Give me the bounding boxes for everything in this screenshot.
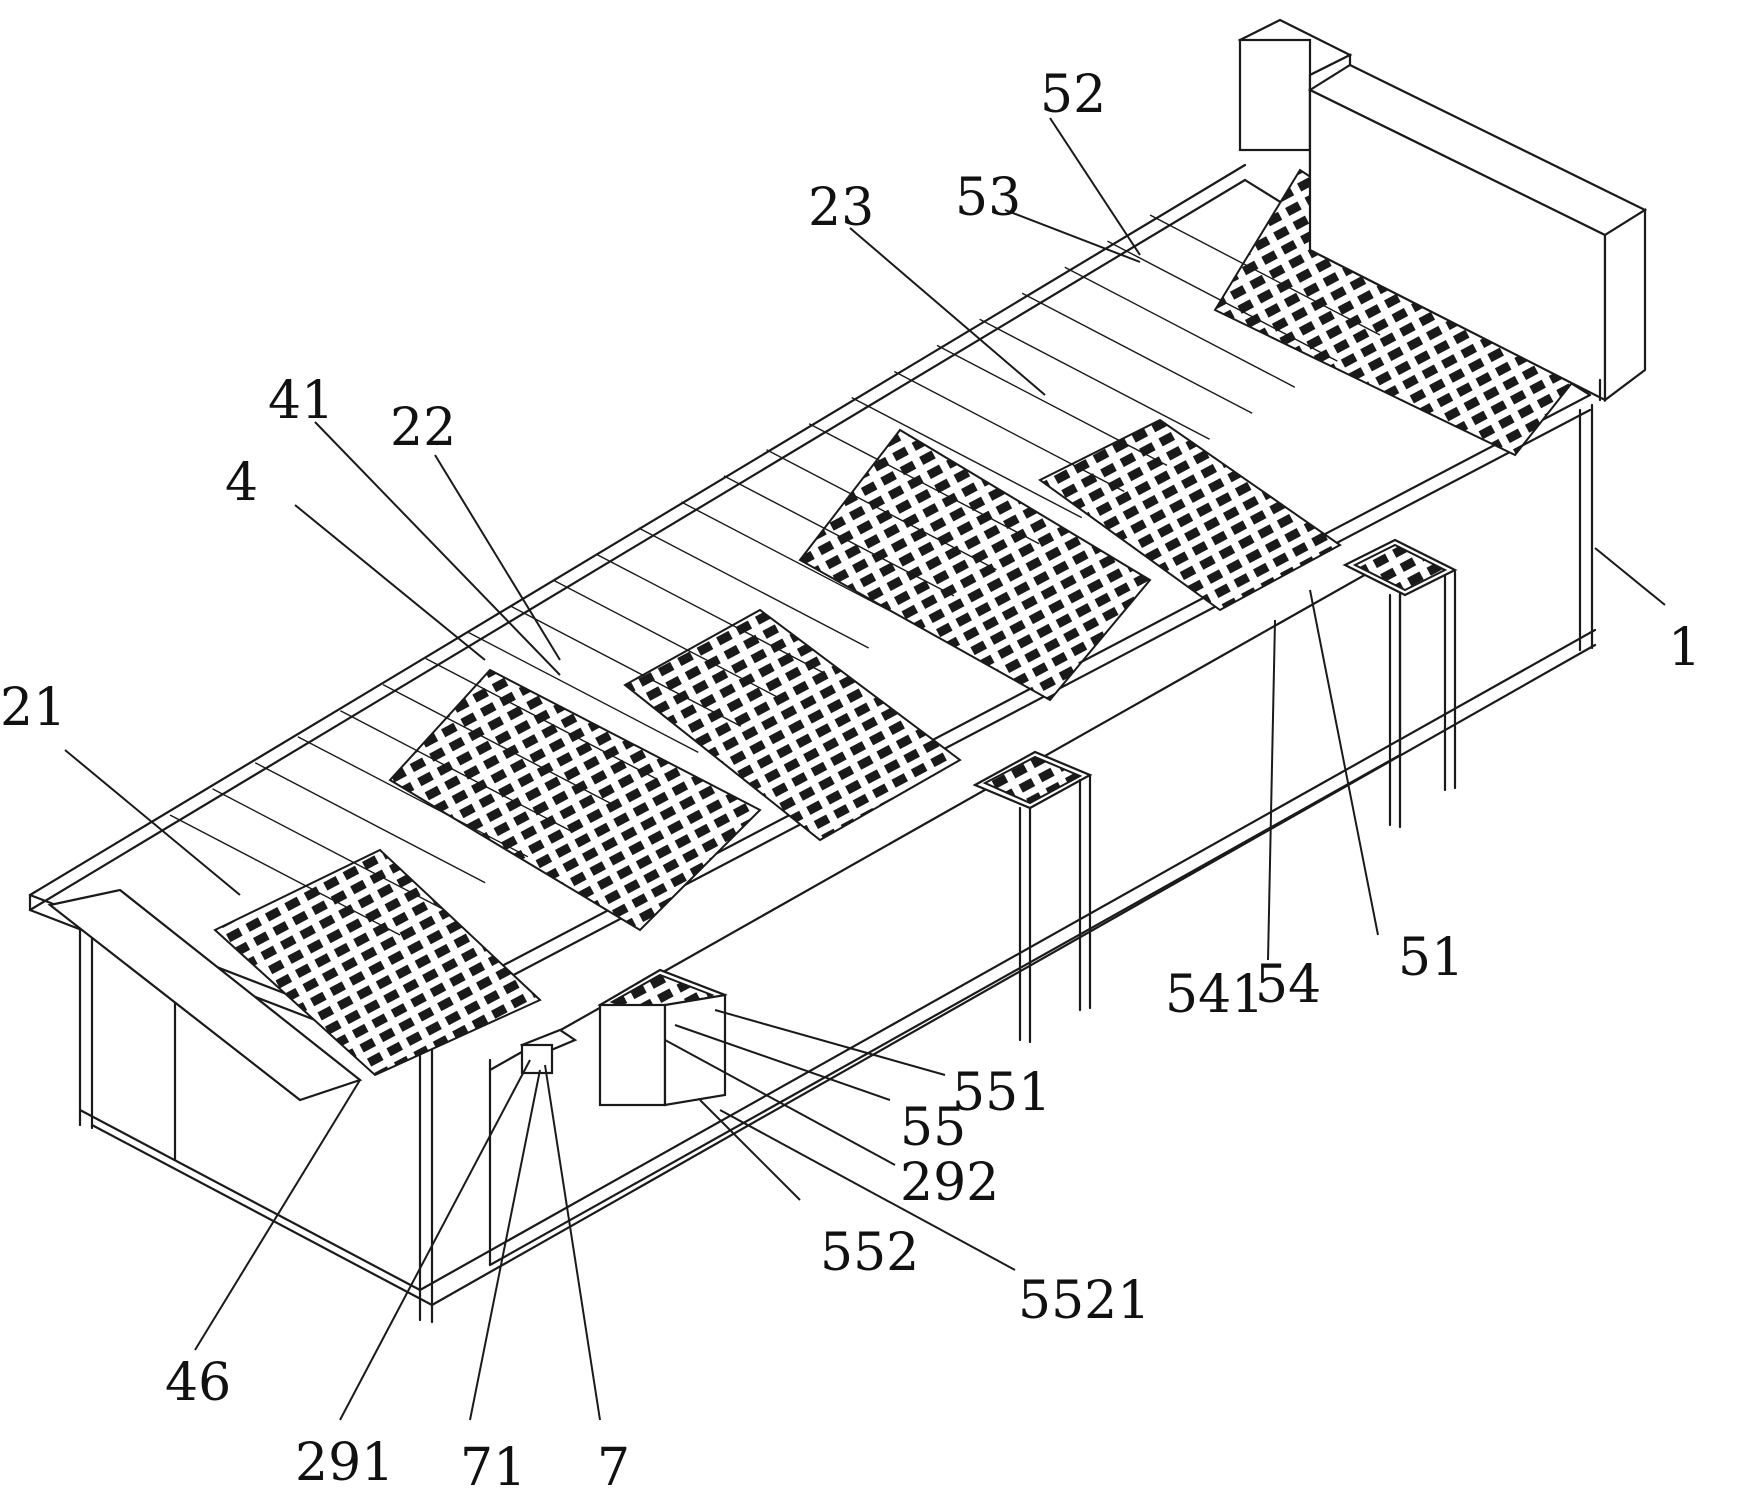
label-22: 22 xyxy=(390,398,456,458)
label-23: 23 xyxy=(808,178,874,238)
spray-bar xyxy=(1149,214,1381,336)
label-551: 551 xyxy=(952,1063,1051,1123)
label-291: 291 xyxy=(295,1433,394,1493)
label-7: 7 xyxy=(597,1438,630,1495)
label-54: 54 xyxy=(1255,955,1321,1015)
spray-bar xyxy=(553,579,784,701)
label-52: 52 xyxy=(1040,65,1106,125)
label-41: 41 xyxy=(268,371,334,431)
spray-bar xyxy=(382,683,614,806)
spray-bar xyxy=(1107,240,1338,362)
label-46: 46 xyxy=(165,1353,231,1413)
label-51: 51 xyxy=(1398,928,1464,988)
label-5521: 5521 xyxy=(1018,1271,1150,1331)
spray-bar xyxy=(638,527,870,649)
label-1: 1 xyxy=(1668,618,1701,678)
reference-labels: 1 52 53 23 41 22 4 21 541 54 51 551 55 2… xyxy=(0,65,1701,1495)
spray-bar xyxy=(766,449,997,571)
spray-bar xyxy=(1064,266,1296,388)
label-4: 4 xyxy=(225,453,258,513)
spray-bar xyxy=(425,657,657,780)
label-292: 292 xyxy=(900,1153,999,1213)
spray-bar xyxy=(595,553,827,675)
spray-bar xyxy=(510,605,742,727)
spray-bar xyxy=(680,501,912,623)
spray-bar xyxy=(212,788,443,910)
spray-bar xyxy=(297,736,529,858)
spray-bar xyxy=(340,710,571,832)
control-cabinet xyxy=(1237,18,1648,403)
label-55: 55 xyxy=(900,1098,966,1158)
spray-bar xyxy=(723,475,955,597)
label-53: 53 xyxy=(955,168,1021,228)
spray-bar xyxy=(467,631,699,754)
spray-bar xyxy=(169,814,401,936)
spray-bar xyxy=(936,344,1168,467)
label-71: 71 xyxy=(460,1438,526,1495)
spray-bar xyxy=(979,318,1210,440)
conveyor-mesh xyxy=(47,168,1592,1102)
label-541: 541 xyxy=(1165,965,1264,1025)
water-tanks xyxy=(488,538,1458,1267)
spray-bar xyxy=(808,423,1040,545)
spray-bar xyxy=(1021,292,1253,414)
spray-bar xyxy=(254,762,486,884)
label-552: 552 xyxy=(820,1223,919,1283)
leader-lines xyxy=(64,117,1666,1421)
spray-bars xyxy=(169,214,1381,936)
spray-bar xyxy=(851,396,1083,519)
label-21: 21 xyxy=(0,678,66,738)
spray-bar xyxy=(893,370,1125,493)
